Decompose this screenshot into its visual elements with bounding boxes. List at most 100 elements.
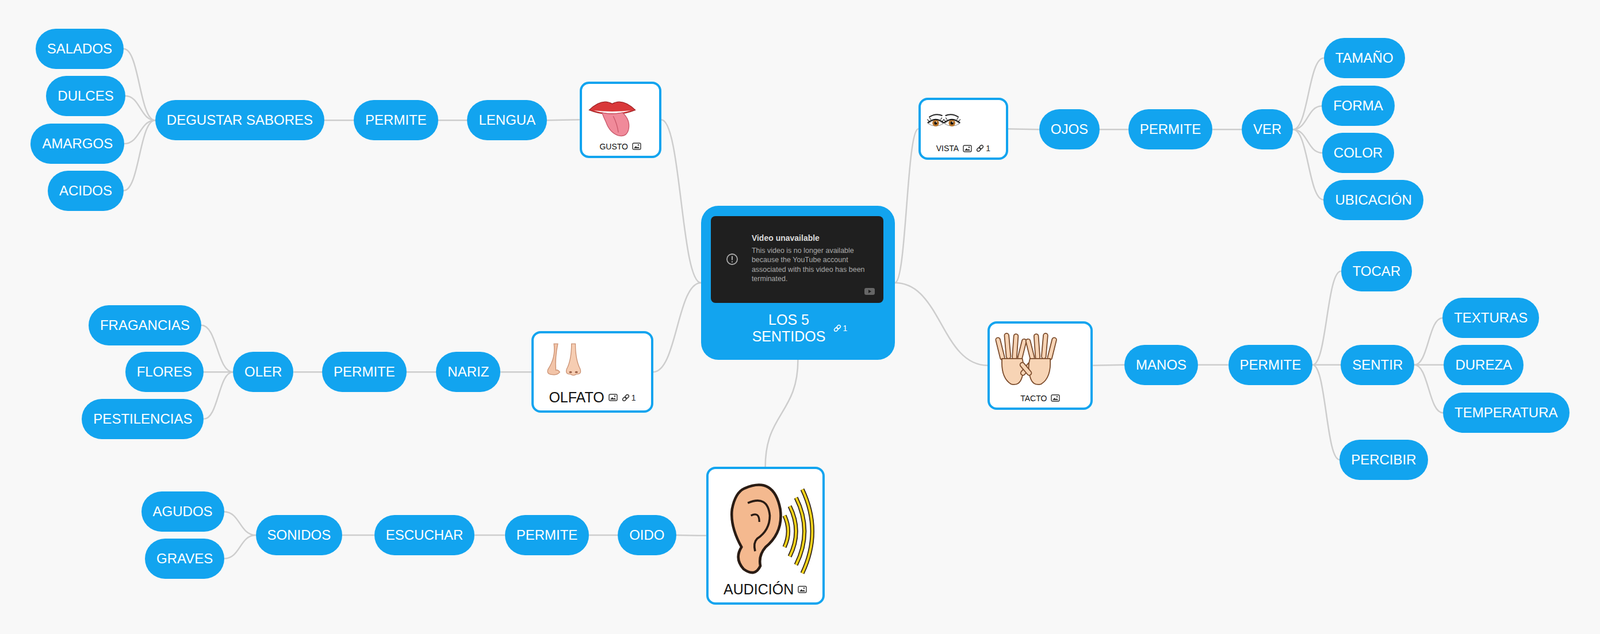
branch-connector <box>203 372 233 420</box>
branch-connector <box>123 48 156 121</box>
drawing-part <box>621 396 627 402</box>
branch-connector <box>224 511 256 536</box>
branch-connector <box>653 282 702 373</box>
branch-connector <box>201 325 233 373</box>
link-count: 1 <box>621 393 637 403</box>
image-icon <box>962 144 972 153</box>
topic-text: TEXTURAS <box>1453 311 1528 325</box>
topic-text: MANOS <box>1135 358 1187 373</box>
topic-pill: FORMA <box>1321 85 1395 126</box>
drawing-part <box>750 514 760 523</box>
sense-card: AUDICIÓN <box>706 467 825 605</box>
caption-text: TACTO <box>1020 393 1047 404</box>
branch-connector <box>1212 128 1242 131</box>
caption-text: AUDICIÓN <box>723 581 794 599</box>
topic-pill: DEGUSTAR SABORES <box>155 100 325 141</box>
drawing-part <box>948 120 956 128</box>
drawing-part <box>633 146 640 149</box>
drawing-part <box>803 587 805 589</box>
branch-connector <box>342 534 375 537</box>
drawing-part <box>927 117 945 122</box>
image-icon <box>1050 394 1060 403</box>
drawing-part <box>1056 396 1058 398</box>
drawing-part <box>944 114 959 118</box>
topic-pill: AGUDOS <box>141 491 225 532</box>
drawing-part <box>632 142 642 151</box>
mouth-illustration <box>586 88 638 140</box>
drawing-part <box>731 256 733 261</box>
drawing-part <box>1034 333 1041 360</box>
drawing-part <box>976 144 985 153</box>
topic-pill: OLER <box>232 351 294 393</box>
drawing-part <box>637 144 639 146</box>
video-title: Video unavailable <box>751 233 870 243</box>
drawing-part <box>621 393 630 403</box>
drawing-part <box>731 261 733 263</box>
branch-connector <box>1312 364 1341 367</box>
topic-pill: PERCIBIR <box>1339 439 1428 481</box>
topic-text: ESCUCHAR <box>385 528 464 543</box>
topic-text: PERCIBIR <box>1350 453 1416 468</box>
topic-text: DULCES <box>57 89 114 103</box>
drawing-part <box>1012 333 1019 360</box>
topic-pill: ESCUCHAR <box>374 515 476 556</box>
drawing-part <box>962 144 972 153</box>
topic-pill: GRAVES <box>144 538 225 580</box>
link-count: 1 <box>833 323 848 333</box>
caption-row: GUSTO <box>582 142 660 152</box>
central-topic: LOS 5 SENTIDOS1 Video unavailableThis vid… <box>701 205 895 361</box>
drawing-part <box>943 119 960 124</box>
branch-connector <box>203 371 233 374</box>
topic-text: GRAVES <box>156 552 213 566</box>
drawing-part <box>927 114 945 127</box>
drawing-part <box>935 121 937 123</box>
caption-row: TACTO <box>989 393 1091 404</box>
branch-connector <box>1414 318 1443 366</box>
topic-text: OLER <box>244 365 282 380</box>
drawing-part <box>621 393 630 402</box>
drawing-part <box>566 343 581 376</box>
topic-text: UBICACIÓN <box>1334 193 1412 208</box>
topic-pill: PERMITE <box>353 100 439 141</box>
drawing-part <box>833 324 841 333</box>
caption-text: GUSTO <box>599 142 629 152</box>
topic-pill: NARIZ <box>435 351 501 393</box>
topic-text: SONIDOS <box>267 528 332 543</box>
nose-illustration <box>538 338 588 388</box>
image-icon <box>608 393 618 402</box>
branch-connector <box>588 534 618 537</box>
branch-connector <box>1292 129 1323 153</box>
topic-text: ACIDOS <box>59 184 113 198</box>
caption-row: LOS 5 SENTIDOS1 <box>701 311 895 346</box>
topic-text: PERMITE <box>365 113 427 128</box>
drawing-part <box>547 343 560 375</box>
video-message: Video unavailableThis video is no longer… <box>751 233 870 284</box>
topic-pill: VER <box>1241 109 1293 150</box>
drawing-part <box>784 490 813 574</box>
topic-pill: TOCAR <box>1341 251 1413 292</box>
drawing-part <box>731 485 781 574</box>
youtube-icon <box>863 287 876 296</box>
branch-connector <box>474 534 505 537</box>
topic-pill: PERMITE <box>1228 345 1314 386</box>
topic-text: PESTILENCIAS <box>93 412 193 427</box>
drawing-part <box>975 144 985 153</box>
ear-illustration <box>713 473 818 579</box>
drawing-part <box>995 337 1006 361</box>
drawing-part <box>1019 361 1033 377</box>
topic-text: DUREZA <box>1455 358 1513 373</box>
topic-pill: LENGUA <box>467 100 547 141</box>
drawing-part <box>588 101 635 114</box>
branch-connector <box>894 282 988 366</box>
branch-connector <box>123 120 156 191</box>
drawing-part <box>835 324 841 330</box>
link-icon <box>975 144 985 153</box>
topic-pill: MANOS <box>1124 345 1198 386</box>
topic-text: TOCAR <box>1352 264 1402 279</box>
drawing-part <box>614 395 616 397</box>
topic-text: COLOR <box>1333 146 1383 160</box>
drawing-part <box>864 288 875 296</box>
branch-connector <box>676 534 707 537</box>
drawing-part <box>1041 332 1049 359</box>
